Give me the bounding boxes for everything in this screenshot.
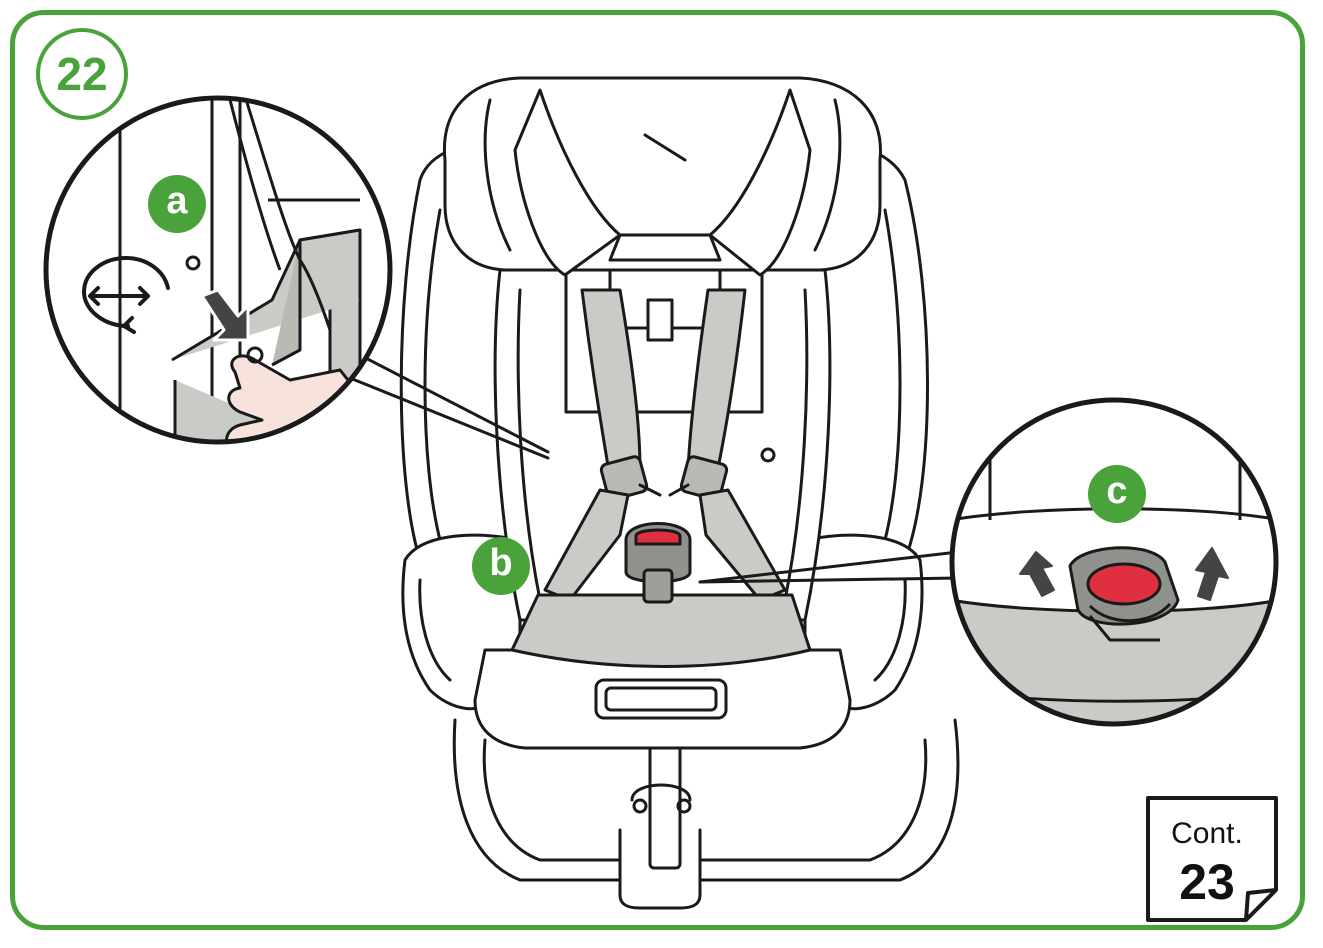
- harness-buckle: [624, 522, 692, 604]
- next-step-number: 23: [1179, 854, 1235, 910]
- arrow-up-icon: [1019, 551, 1055, 597]
- support-leg: [648, 736, 682, 870]
- step-number: 22: [56, 48, 108, 100]
- callout-text-a: a: [166, 180, 188, 222]
- lap-strap-left: [543, 488, 630, 602]
- detail-c-buckle: [949, 397, 1279, 727]
- continue-word: Cont.: [1171, 817, 1243, 850]
- car-seat: [348, 76, 960, 910]
- callout-text-b: b: [489, 542, 513, 584]
- adjust-handle: [594, 678, 728, 720]
- seat-base: [452, 718, 960, 882]
- panel-frame: [10, 10, 1305, 930]
- continue-note: Cont. 23: [1146, 797, 1276, 921]
- callout-label-b: b: [472, 537, 530, 595]
- callout-text-c: c: [1106, 470, 1128, 512]
- callout-label-c: c: [1088, 465, 1146, 523]
- detail-a-swivel-release: [43, 95, 393, 445]
- arrow-up-icon: [1195, 547, 1229, 601]
- callout-label-a: a: [148, 175, 206, 233]
- crotch-pad: [510, 593, 812, 668]
- rotate-arrows-icon: [82, 256, 170, 334]
- continue-note-outline: [1146, 796, 1278, 922]
- step-number-badge: 22: [36, 28, 128, 120]
- arrow-down-icon: [200, 288, 250, 342]
